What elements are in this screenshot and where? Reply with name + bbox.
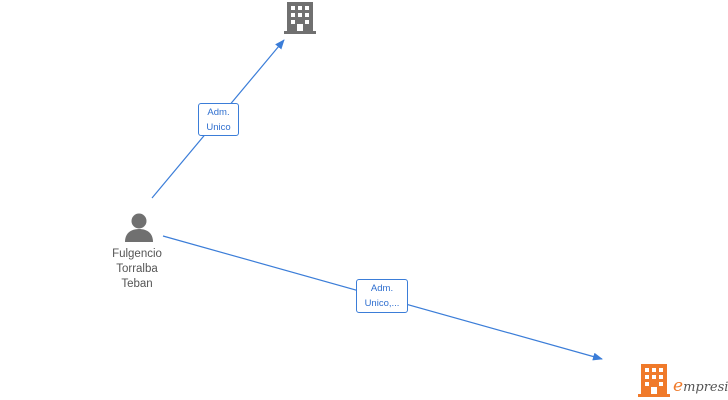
edge-label-1[interactable]: Adm. Unico xyxy=(198,103,239,136)
edge-label-2[interactable]: Adm. Unico,... xyxy=(356,279,408,313)
building-icon[interactable] xyxy=(284,2,316,34)
edge-label-line: Unico xyxy=(206,122,231,133)
brand-initial: e xyxy=(673,376,684,396)
person-icon[interactable] xyxy=(125,213,153,243)
empresia-logo: empresia xyxy=(638,362,728,400)
person-name-line: Torralba xyxy=(116,263,158,275)
edge-label-line: Adm. xyxy=(207,107,230,118)
building-icon[interactable] xyxy=(638,364,670,397)
person-name-line: Teban xyxy=(121,278,153,290)
edge-label-line: Adm. xyxy=(370,283,394,294)
brand-text: empresia xyxy=(673,376,728,396)
person-name-line: Fulgencio xyxy=(112,248,162,260)
person-name-label[interactable]: Fulgencio Torralba Teban xyxy=(96,247,178,292)
brand-rest: mpresia xyxy=(683,380,728,395)
edge-label-line: Unico,... xyxy=(364,298,400,309)
